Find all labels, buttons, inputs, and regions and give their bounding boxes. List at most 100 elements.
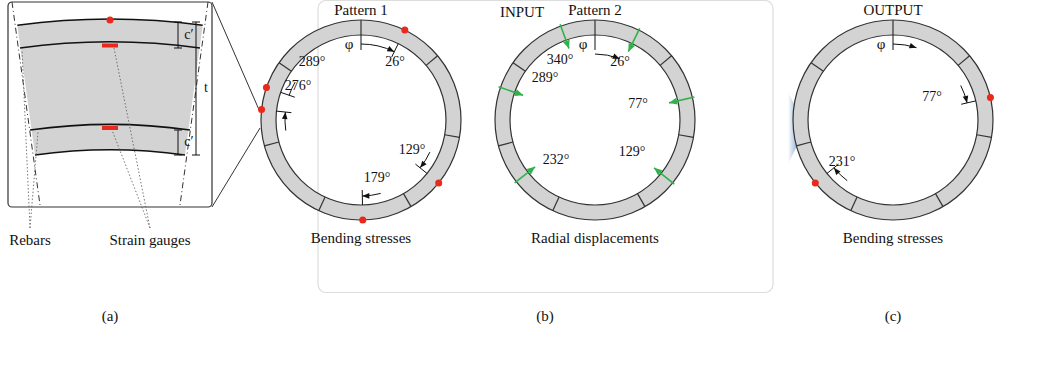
segment-joint	[279, 63, 291, 72]
displacement-arrow	[560, 24, 569, 48]
arrowhead	[669, 98, 678, 105]
label: (a)	[102, 308, 119, 325]
sensor-dot	[107, 17, 114, 24]
label: Bending stresses	[311, 230, 411, 247]
segment-joint	[936, 194, 944, 207]
label: 340°	[547, 52, 574, 67]
displacement-arrow	[499, 87, 524, 95]
label: Strain gauges	[109, 232, 190, 249]
angle-tick	[961, 101, 976, 104]
label: Pattern 1	[334, 2, 388, 19]
segment-joint	[445, 135, 460, 138]
ring-edge	[510, 35, 680, 205]
rebar	[30, 124, 190, 130]
segment-joint	[811, 63, 823, 72]
label: (c)	[885, 308, 902, 325]
sensor-dot	[258, 106, 265, 113]
displacement-arrow	[628, 28, 639, 51]
arrowhead	[282, 112, 288, 119]
label: t	[204, 80, 208, 95]
segment-joint	[977, 135, 992, 138]
segment-joint	[319, 197, 325, 211]
segment-joint	[498, 142, 512, 146]
arrowhead	[527, 167, 535, 175]
input-panel	[318, 1, 773, 293]
segment-joint	[553, 197, 559, 211]
tunnel-ring	[801, 28, 986, 213]
label: 129°	[619, 144, 646, 159]
arrowhead	[628, 43, 635, 52]
label: 289°	[299, 54, 326, 69]
tunnel-ring	[503, 28, 688, 213]
label: (b)	[536, 308, 554, 325]
angle-tick	[893, 35, 894, 50]
label: 231°	[829, 154, 856, 169]
sensor-dot	[812, 179, 819, 186]
arrowhead	[387, 46, 395, 52]
ring-edge	[261, 20, 461, 220]
label: OUTPUT	[863, 2, 922, 19]
arrowhead	[362, 193, 369, 199]
label: Pattern 2	[568, 2, 622, 19]
arrowhead	[654, 168, 662, 176]
segment-joint	[638, 194, 646, 207]
ring-edge	[276, 35, 446, 205]
label: φ	[345, 36, 354, 53]
strain-gauge	[102, 126, 118, 130]
segment-joint	[594, 20, 595, 35]
arrowhead	[963, 95, 968, 102]
rebar	[20, 42, 200, 48]
strain-gauge	[102, 44, 118, 48]
label: 77°	[922, 89, 942, 104]
segment-joint	[360, 20, 361, 35]
label: 129°	[399, 142, 426, 157]
ring-edge	[495, 20, 695, 220]
label: 289°	[532, 70, 559, 85]
dimension	[174, 22, 200, 155]
label: 26°	[385, 54, 405, 69]
label: Bending stresses	[843, 230, 943, 247]
sensor-dot	[263, 84, 270, 91]
sensor-dot	[435, 179, 442, 186]
angle-tick	[276, 111, 291, 113]
segment-joint	[958, 56, 969, 66]
arrowhead	[514, 89, 523, 96]
label: Radial displacements	[531, 230, 659, 247]
inset-frame	[8, 2, 212, 207]
angle-arc	[834, 168, 847, 181]
arrowhead	[909, 43, 917, 48]
label: φ	[579, 36, 588, 53]
segment-joint	[404, 194, 412, 207]
label: INPUT	[500, 4, 544, 21]
label: φ	[877, 36, 886, 53]
sensor-dot	[359, 216, 366, 223]
label: c′	[184, 134, 193, 149]
label: c′	[184, 27, 193, 42]
sensor-dot	[401, 27, 408, 34]
segment-section	[17, 19, 202, 155]
arrowhead	[420, 161, 427, 168]
segment-joint	[660, 56, 671, 66]
segment-joint	[796, 142, 810, 146]
label: 77°	[628, 96, 648, 111]
tunnel-ring	[269, 28, 454, 213]
label: 26°	[610, 54, 630, 69]
label: 232°	[543, 152, 570, 167]
ring-edge	[808, 35, 978, 205]
ring-edge	[793, 20, 993, 220]
arrowhead	[563, 40, 570, 49]
angle-tick	[361, 35, 362, 50]
segment-joint	[679, 135, 694, 138]
label: Rebars	[9, 232, 51, 249]
sensor-dot	[987, 94, 994, 101]
angle-tick	[595, 35, 596, 50]
segment-joint	[513, 63, 525, 72]
segment-joint	[851, 197, 857, 211]
segment-joint	[426, 56, 437, 66]
displacement-arrow	[654, 168, 674, 184]
angle-tick	[362, 190, 363, 205]
angle-arc	[361, 44, 394, 52]
label: 276°	[285, 78, 312, 93]
segment-joint	[892, 20, 893, 35]
